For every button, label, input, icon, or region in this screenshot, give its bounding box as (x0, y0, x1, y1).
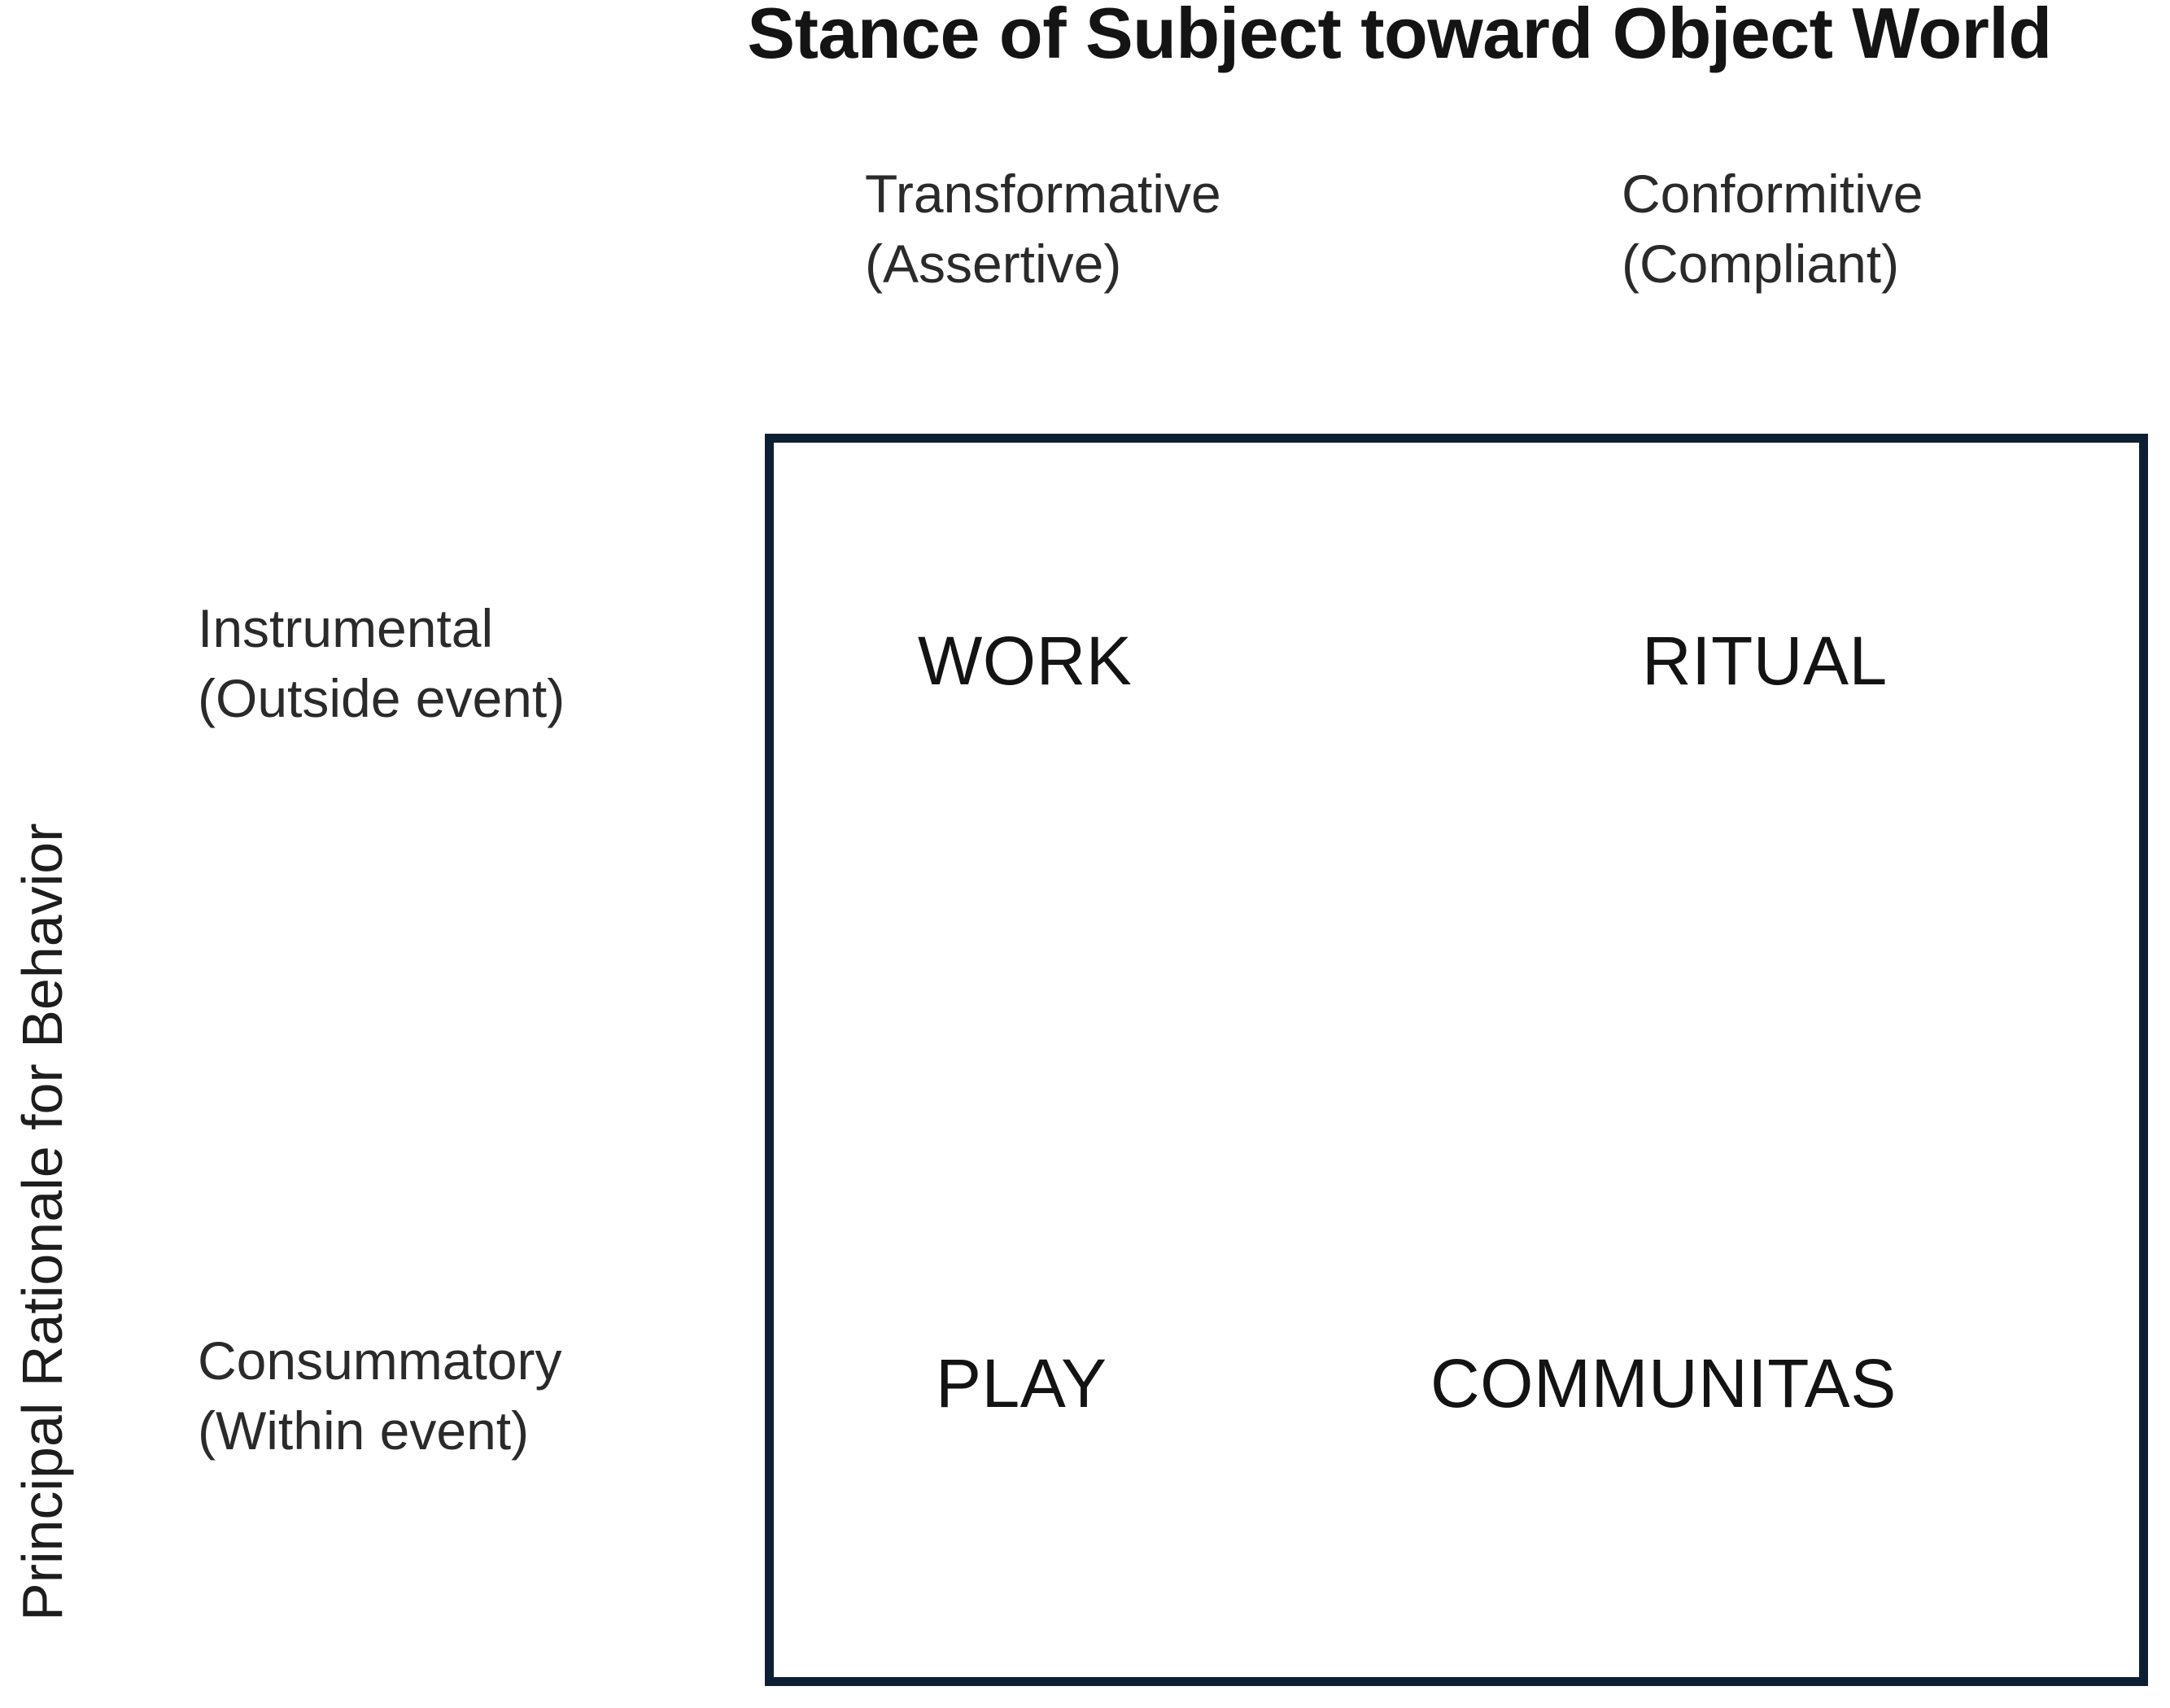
page-title: Stance of Subject toward Object World (747, 0, 2052, 73)
column-header-conformitive-label: Conformitive (1622, 164, 1923, 224)
column-header-transformative-label: Transformative (865, 164, 1221, 224)
column-header-transformative-sublabel: (Assertive) (865, 233, 1122, 294)
row-header-instrumental-sublabel: (Outside event) (198, 667, 565, 728)
row-header-consummatory: Consummatory (Within event) (198, 1326, 561, 1466)
matrix-box (765, 434, 2148, 1686)
quadrant-label-ritual: RITUAL (1642, 622, 1888, 699)
column-header-transformative: Transformative (Assertive) (865, 159, 1221, 299)
quadrant-label-play: PLAY (936, 1345, 1107, 1422)
row-header-consummatory-label: Consummatory (198, 1330, 562, 1391)
column-header-conformitive: Conformitive (Compliant) (1622, 159, 1923, 299)
row-header-instrumental: Instrumental (Outside event) (198, 594, 565, 734)
column-header-conformitive-sublabel: (Compliant) (1622, 233, 1900, 294)
row-header-consummatory-sublabel: (Within event) (198, 1400, 530, 1461)
quadrant-label-communitas: COMMUNITAS (1430, 1345, 1897, 1422)
y-axis-title: Principal Rationale for Behavior (11, 823, 74, 1621)
quadrant-label-work: WORK (918, 622, 1133, 699)
row-header-instrumental-label: Instrumental (198, 598, 494, 658)
